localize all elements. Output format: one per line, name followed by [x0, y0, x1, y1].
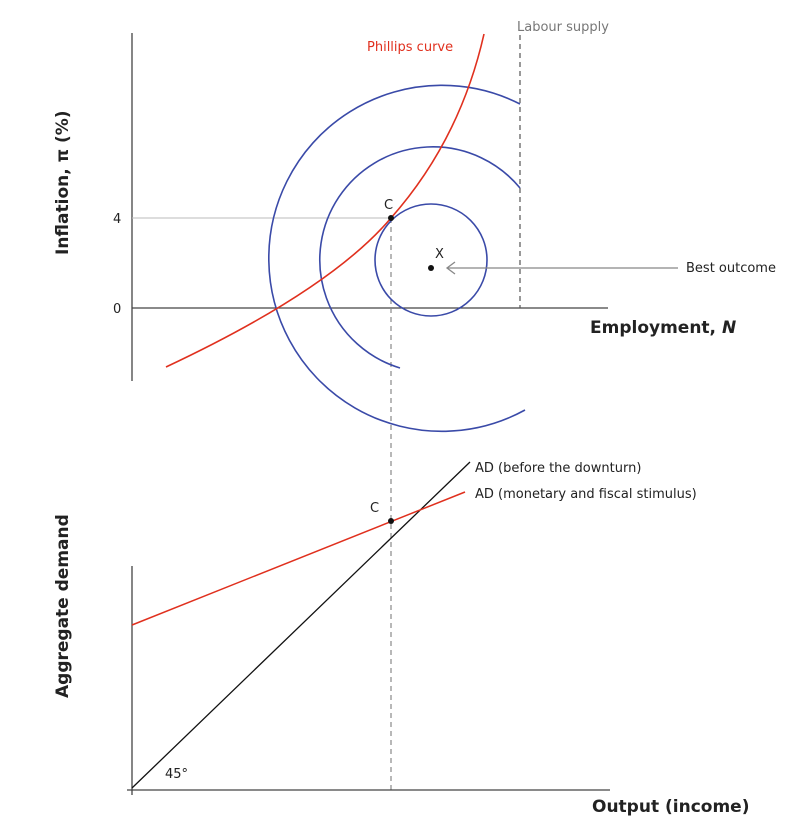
- phillips-curve-label: Phillips curve: [367, 40, 453, 55]
- point-c-bottom: [388, 518, 394, 524]
- tick-4: 4: [113, 212, 121, 227]
- ad-stimulus-line: [131, 491, 466, 626]
- ad-stimulus-label: AD (monetary and fiscal stimulus): [475, 487, 697, 502]
- phillips-curve: [165, 33, 485, 368]
- best-outcome-label: Best outcome: [686, 261, 776, 276]
- top-x-axis-title: Employment, N: [590, 318, 736, 338]
- point-x-label: X: [435, 247, 444, 262]
- indifference-curve-middle: [319, 146, 521, 369]
- indifference-curve-outer: [268, 84, 526, 433]
- labour-supply-label: Labour supply: [517, 20, 609, 35]
- point-c-label-bottom: C: [370, 501, 379, 516]
- point-c-label-top: C: [384, 198, 393, 213]
- point-x: [428, 265, 434, 271]
- indifference-curve-inner: [374, 203, 488, 317]
- tick-0: 0: [113, 302, 121, 317]
- ad-before-line: [131, 461, 471, 789]
- point-c-top: [388, 215, 394, 221]
- top-y-axis-title: Inflation, π (%): [53, 110, 73, 255]
- angle-label: 45°: [165, 767, 188, 782]
- arrowhead-icon: [445, 261, 456, 275]
- ad-before-label: AD (before the downturn): [475, 461, 641, 476]
- bottom-x-axis-title: Output (income): [592, 797, 749, 817]
- bottom-y-axis-title: Aggregate demand: [53, 514, 73, 698]
